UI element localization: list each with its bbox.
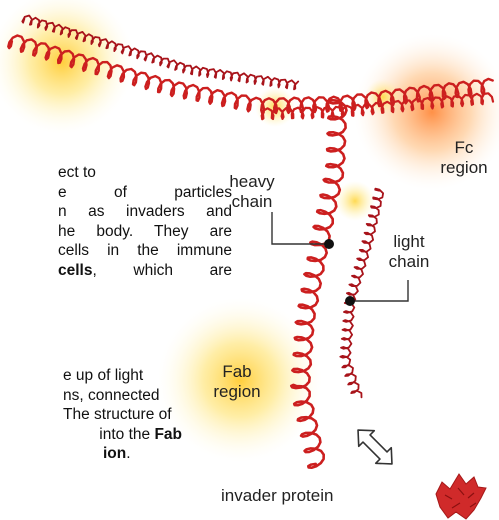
heavy-chain-label: heavy chain — [221, 172, 283, 212]
fc-region-label-line-1: Fc — [432, 138, 496, 158]
fab-region-label: Fab region — [207, 362, 267, 402]
structure-line-5: ion. — [0, 444, 182, 464]
light-chain-label-line-2: chain — [378, 252, 440, 272]
structure-line-2: ns, connected — [0, 386, 182, 406]
structure-line-5-rest: . — [126, 445, 130, 462]
light-chain-dot — [345, 296, 355, 306]
intro-line-4: he body. They are — [0, 222, 232, 242]
structure-line-3: The structure of — [0, 405, 182, 425]
heavy-chain-dot — [324, 239, 334, 249]
intro-line-6-rest: , which are — [92, 262, 232, 279]
intro-line-3: n as invaders and — [0, 202, 232, 222]
binding-arrow — [350, 422, 399, 471]
fc-region-label-line-2: region — [432, 158, 496, 178]
intro-line-6: cells, which are — [0, 261, 232, 281]
intro-paragraph: ect to e of particles n as invaders and … — [0, 163, 232, 280]
invader-protein-label: invader protein — [221, 486, 431, 506]
intro-line-2: e of particles — [0, 183, 232, 203]
intro-line-5: cells in the immune — [0, 241, 232, 261]
intro-line-1: ect to — [0, 163, 232, 183]
fc-region-label: Fc region — [432, 138, 496, 178]
structure-line-1: e up of light — [0, 366, 182, 386]
heavy-chain-pointer — [272, 212, 328, 244]
fab-region-label-line-2: region — [207, 382, 267, 402]
structure-bold-region: ion — [103, 445, 126, 462]
structure-line-4-text: into the — [99, 426, 154, 443]
intro-bold-cells: cells — [58, 262, 92, 279]
fab-region-label-line-1: Fab — [207, 362, 267, 382]
structure-paragraph: e up of light ns, connected The structur… — [0, 366, 182, 464]
light-chain-label-line-1: light — [378, 232, 440, 252]
structure-bold-fab: Fab — [154, 426, 182, 443]
light-chain-label: light chain — [378, 232, 440, 272]
structure-line-4: into the Fab — [0, 425, 182, 445]
heavy-chain-label-line-2: chain — [221, 192, 283, 212]
heavy-chain-label-line-1: heavy — [221, 172, 283, 192]
invader-protein-shape — [436, 474, 486, 519]
light-chain-lower-arm — [340, 189, 383, 398]
